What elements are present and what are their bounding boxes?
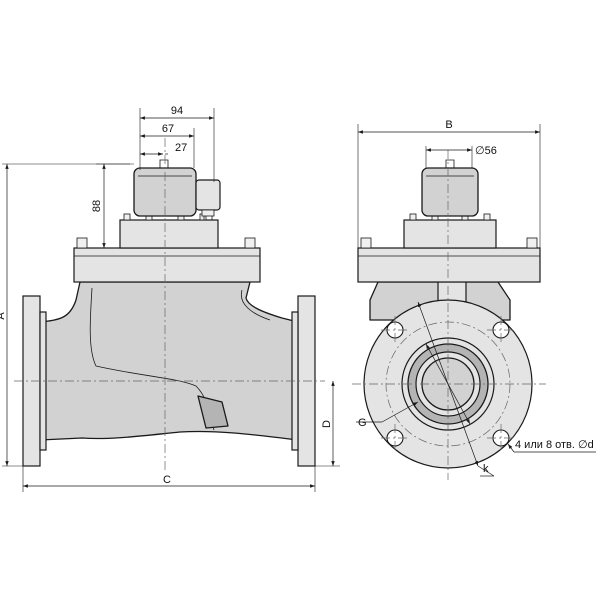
dim-G-label: G: [358, 417, 367, 429]
bonnet: [119, 219, 219, 249]
side-solenoid-coil: [421, 167, 479, 217]
flange-bolt-right: [244, 237, 256, 249]
dim-27-label: 27: [175, 142, 187, 154]
dim-k-label: k: [483, 463, 489, 475]
top-body-flange: [73, 247, 261, 283]
side-dimensions: B ∅56 G k 4 или 8 отв. ∅d: [356, 119, 596, 477]
seat-wedge: [197, 395, 229, 429]
dim-C-label: C: [163, 474, 171, 486]
body-inner-cavity-2: [240, 289, 271, 321]
dim-B-label: B: [445, 119, 452, 131]
side-bonnet: [403, 219, 497, 249]
valve-body: [39, 281, 299, 441]
front-dimensions: 94 67 27 88 A C D: [0, 105, 340, 492]
dim-holes-label: 4 или 8 отв. ∅d: [515, 439, 594, 451]
dim-A-label: A: [0, 312, 7, 320]
solenoid-connector: [195, 179, 221, 211]
front-view: [14, 138, 325, 470]
side-view: [352, 150, 546, 480]
dim-94-label: 94: [171, 105, 183, 117]
dim-88-label: 88: [91, 200, 103, 212]
dim-D-label: D: [321, 420, 333, 428]
side-top-flange: [357, 247, 541, 283]
dim-phi56-label: ∅56: [475, 145, 497, 157]
dim-67-label: 67: [162, 123, 174, 135]
flange-bolt-left: [76, 237, 88, 249]
